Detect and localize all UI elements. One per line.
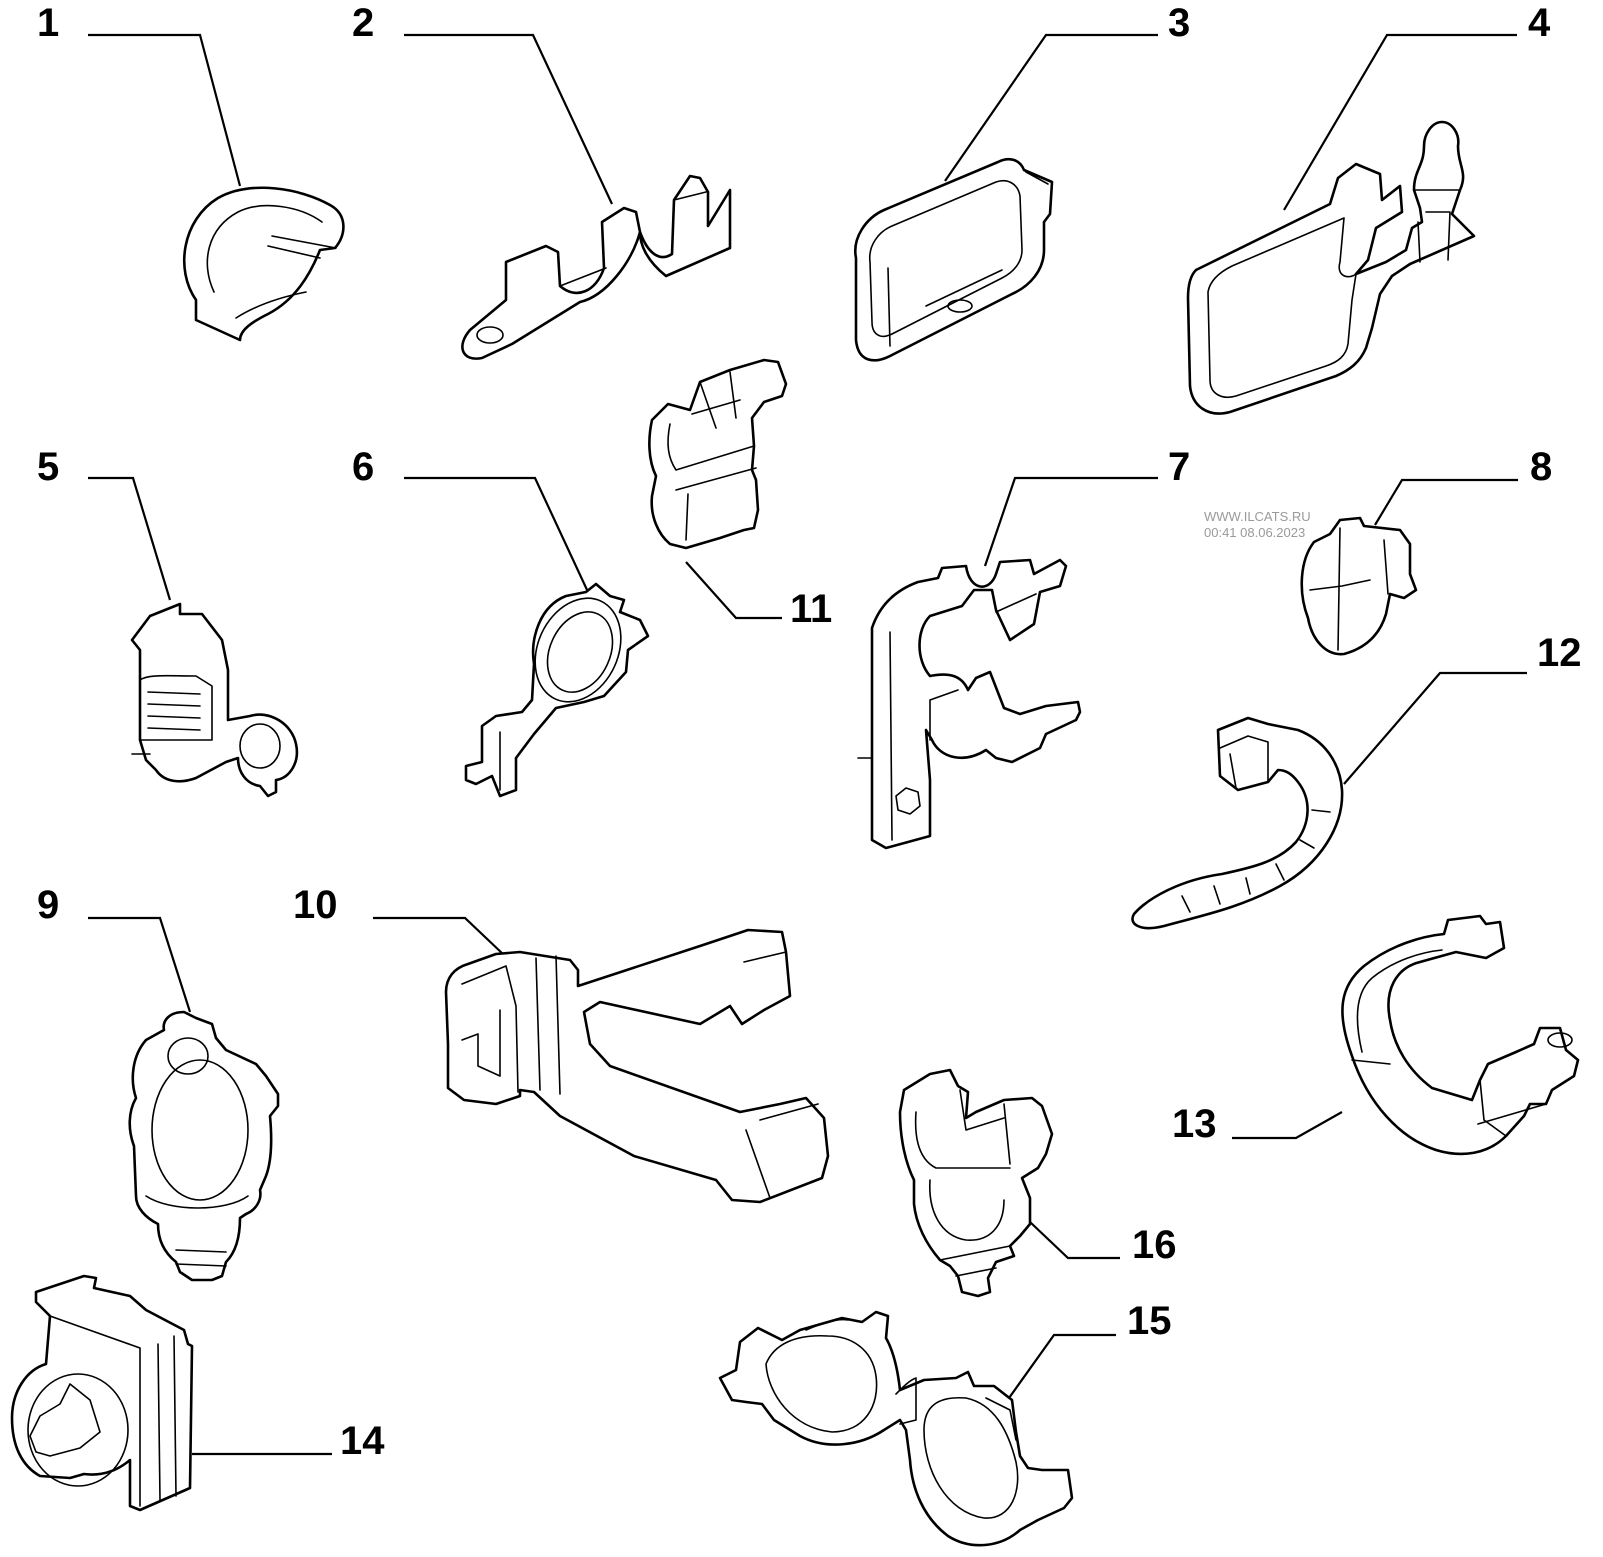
callout-6: 6 bbox=[352, 445, 374, 489]
leader-8 bbox=[1374, 478, 1518, 526]
part-6-clip bbox=[464, 582, 650, 798]
leader-1 bbox=[88, 33, 242, 187]
callout-10: 10 bbox=[293, 883, 338, 927]
leader-16 bbox=[1029, 1221, 1120, 1260]
leader-15 bbox=[1003, 1333, 1116, 1406]
part-3-frame bbox=[854, 157, 1054, 362]
part-1-clip bbox=[183, 186, 345, 342]
part-10-bracket bbox=[444, 928, 830, 1204]
part-7-bracket bbox=[857, 558, 1082, 850]
leader-6 bbox=[404, 476, 589, 593]
leader-11 bbox=[685, 561, 782, 620]
callout-8: 8 bbox=[1530, 445, 1552, 489]
part-5-clip bbox=[130, 602, 299, 798]
leader-10 bbox=[373, 916, 505, 956]
callout-9: 9 bbox=[37, 883, 59, 927]
callout-3: 3 bbox=[1168, 1, 1190, 45]
watermark-line-1: WWW.ILCATS.RU bbox=[1204, 509, 1311, 524]
callout-16: 16 bbox=[1132, 1223, 1177, 1267]
leader-3 bbox=[944, 33, 1158, 182]
leader-13 bbox=[1232, 1111, 1343, 1140]
part-9-clip bbox=[128, 1010, 280, 1282]
callout-7: 7 bbox=[1168, 445, 1190, 489]
part-15-clip bbox=[718, 1310, 1074, 1547]
callout-15: 15 bbox=[1127, 1299, 1172, 1343]
leader-7 bbox=[983, 476, 1158, 567]
callout-12: 12 bbox=[1537, 631, 1582, 675]
leader-9 bbox=[88, 916, 192, 1013]
leader-4 bbox=[1283, 33, 1517, 211]
callout-13: 13 bbox=[1172, 1102, 1217, 1146]
callout-5: 5 bbox=[37, 445, 59, 489]
callout-2: 2 bbox=[352, 1, 374, 45]
callout-1: 1 bbox=[37, 1, 59, 45]
part-16-clip bbox=[898, 1068, 1054, 1298]
leader-5 bbox=[88, 476, 172, 601]
part-14-clip bbox=[10, 1274, 194, 1512]
callout-14: 14 bbox=[340, 1419, 385, 1463]
part-4-frame-stud bbox=[1186, 120, 1476, 415]
callout-4: 4 bbox=[1528, 1, 1551, 45]
watermark-line-2: 00:41 08.06.2023 bbox=[1204, 525, 1305, 540]
callout-11: 11 bbox=[790, 587, 832, 631]
leader-12 bbox=[1343, 671, 1527, 785]
part-13-strap bbox=[1341, 914, 1580, 1156]
part-2-bracket bbox=[461, 174, 732, 360]
part-8-clip bbox=[1300, 516, 1418, 656]
part-11-clip bbox=[648, 358, 788, 550]
leader-2 bbox=[404, 33, 613, 205]
part-12-cable-tie bbox=[1131, 716, 1344, 930]
